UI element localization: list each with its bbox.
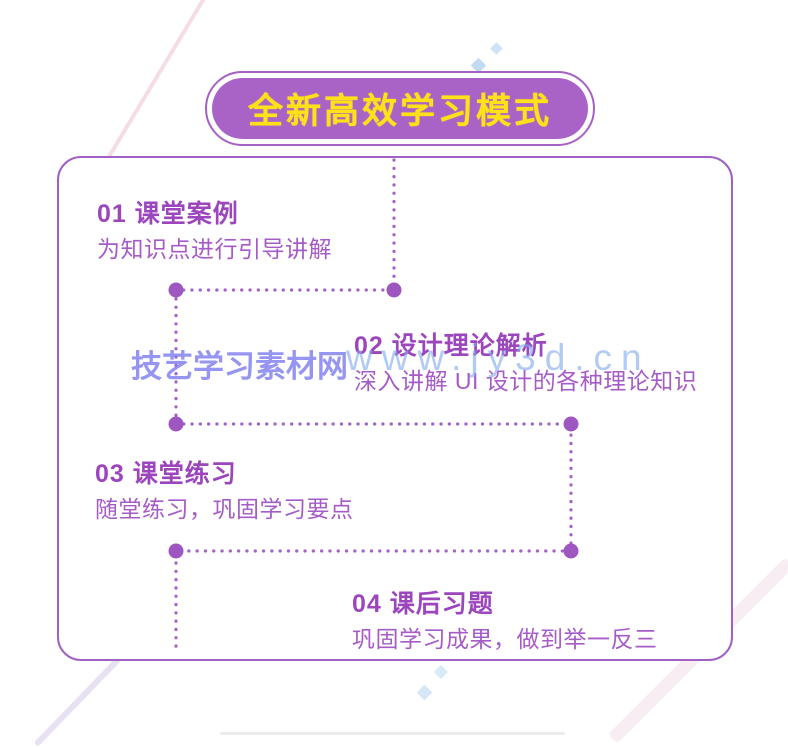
step-description: 深入讲解 UI 设计的各种理论知识 xyxy=(354,368,698,394)
title-banner: 全新高效学习模式 xyxy=(205,71,595,146)
step-description: 为知识点进行引导讲解 xyxy=(97,236,332,262)
title-banner-fill: 全新高效学习模式 xyxy=(212,78,588,139)
sparkle-diamond-icon xyxy=(433,664,449,680)
diagonal-line-top-left xyxy=(101,0,209,167)
step-heading: 02 设计理论解析 xyxy=(354,332,548,360)
sparkle-diamond-icon xyxy=(416,684,433,701)
step-item-4: 04 课后习题 巩固学习成果，做到举一反三 xyxy=(352,589,658,654)
cutoff-section-edge xyxy=(220,732,565,735)
watermark-site-name: 技艺学习素材网 xyxy=(131,349,348,384)
step-item-2: 02 设计理论解析 深入讲解 UI 设计的各种理论知识 xyxy=(354,331,697,396)
step-heading: 01 课堂案例 xyxy=(97,200,239,228)
step-description: 巩固学习成果，做到举一反三 xyxy=(352,626,658,652)
step-heading: 03 课堂练习 xyxy=(95,460,237,488)
sparkle-diamond-icon xyxy=(490,42,503,55)
step-item-3: 03 课堂练习 随堂练习，巩固学习要点 xyxy=(95,459,354,524)
watermark-site-url: www.jy3d.cn xyxy=(346,337,651,378)
step-item-1: 01 课堂案例 为知识点进行引导讲解 xyxy=(97,199,332,264)
step-heading: 04 课后习题 xyxy=(352,590,494,618)
diagonal-line-bottom-left xyxy=(33,649,129,747)
step-description: 随堂练习，巩固学习要点 xyxy=(95,496,354,522)
page-title: 全新高效学习模式 xyxy=(247,92,552,131)
